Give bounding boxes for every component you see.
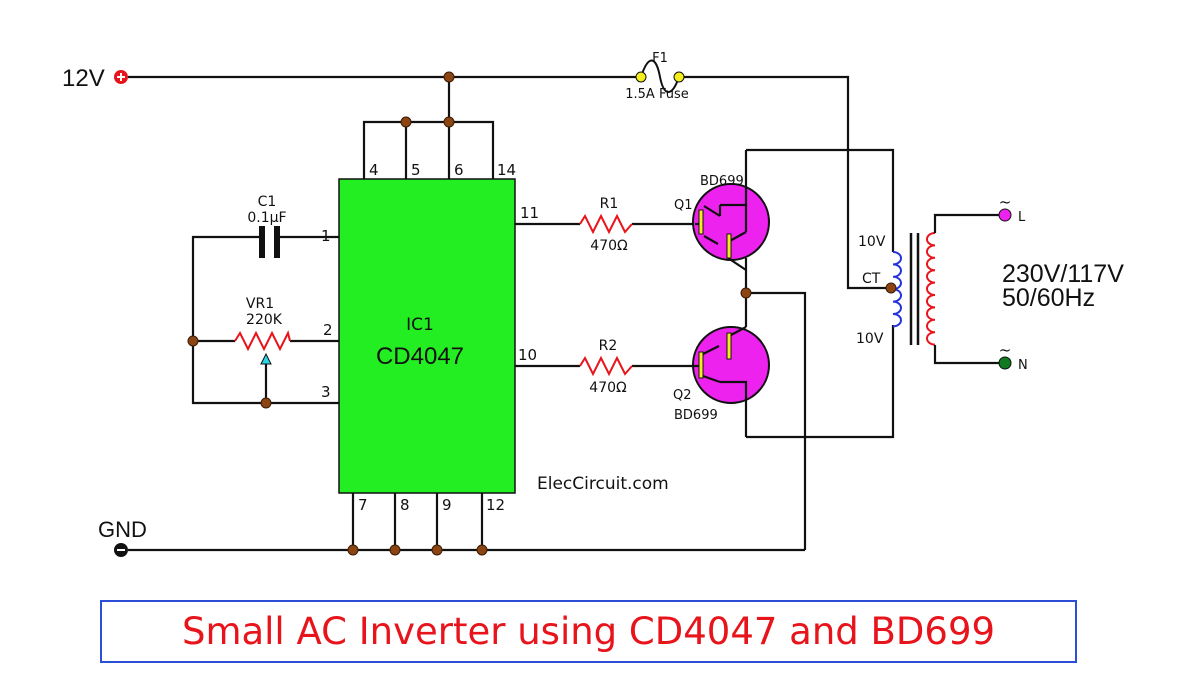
junction-dot (400, 116, 412, 128)
junction-dot (443, 71, 455, 83)
r2-value: 470Ω (589, 380, 627, 396)
line-terminal-icon (998, 208, 1012, 222)
pin-label: 9 (442, 496, 452, 514)
primary-bottom-label: 10V (856, 331, 884, 347)
fuse-icon (640, 59, 680, 93)
pin-label: 5 (411, 161, 421, 179)
wire (128, 75, 891, 290)
ic-body (338, 178, 516, 494)
q2-ref: Q2 (673, 388, 692, 403)
ac-symbol: ~ (999, 341, 1012, 359)
pin-label: 8 (400, 496, 410, 514)
primary-top-label: 10V (858, 234, 886, 250)
junction-dot (187, 335, 199, 347)
pin-label: 4 (369, 161, 379, 179)
output-wiring (746, 148, 895, 550)
pin-label: 14 (497, 161, 516, 179)
line-label: L (1018, 210, 1026, 225)
potentiometer-icon (234, 330, 291, 352)
resistors: R1 470Ω R2 470Ω (515, 196, 695, 396)
pin-label: 3 (321, 383, 331, 401)
vr1-ref: VR1 (246, 296, 274, 312)
transistor-q1: BD699 Q1 (674, 150, 770, 293)
transformer: ~ ~ L N 10V CT 10V 230V/117V 50/60Hz (856, 193, 1124, 373)
q2-part: BD699 (674, 408, 718, 423)
pin-label: 2 (323, 321, 333, 339)
transistor-base-icon (726, 332, 732, 360)
diagram-title: Small AC Inverter using CD4047 and BD699 (100, 600, 1077, 663)
output-frequency: 50/60Hz (1002, 284, 1095, 312)
resistor-r2-icon (579, 355, 633, 377)
watermark: ElecCircuit.com (537, 474, 669, 494)
fuse-f1: F1 1.5A Fuse (625, 51, 688, 102)
q1-part: BD699 (700, 174, 744, 189)
plus-icon (117, 73, 125, 81)
center-tap-label: CT (862, 271, 881, 287)
ic-ref: IC1 (406, 315, 434, 335)
neutral-label: N (1018, 358, 1028, 373)
ground-rail: GND (98, 493, 805, 557)
pin-label: 7 (358, 496, 368, 514)
wire (515, 222, 695, 368)
transistor-base-icon (698, 351, 704, 379)
junction-dot (431, 544, 443, 556)
junction-dot (260, 397, 272, 409)
ac-symbol: ~ (999, 193, 1012, 211)
pin-label: 12 (486, 496, 505, 514)
secondary-coil-icon (926, 232, 936, 346)
junction-dot (740, 287, 752, 299)
pin-label: 10 (518, 346, 537, 364)
capacitor-plate-icon (274, 226, 280, 258)
r2-ref: R2 (599, 338, 618, 354)
r1-ref: R1 (600, 196, 619, 212)
ic-part: CD4047 (376, 343, 464, 370)
pin-label: 6 (454, 161, 464, 179)
vr1-value: 220K (246, 312, 283, 328)
pin-label: 11 (520, 204, 539, 222)
fuse-terminal-icon (635, 71, 647, 83)
fuse-value: 1.5A Fuse (625, 87, 688, 102)
transistor-leads (693, 293, 748, 437)
junction-dot (347, 544, 359, 556)
junction-dot (476, 544, 488, 556)
resistor-r1-icon (579, 213, 633, 235)
capacitor-plate-icon (259, 226, 265, 258)
fuse-ref: F1 (652, 51, 668, 66)
c1-value: 0.1µF (247, 210, 286, 226)
transistor-q2: Q2 BD699 (673, 293, 770, 437)
c1-ref: C1 (258, 194, 277, 210)
positive-rail: 12V (62, 65, 891, 290)
r1-value: 470Ω (590, 238, 628, 254)
transistor-base-icon (726, 233, 732, 259)
timing-network: C1 0.1µF VR1 220K (187, 194, 339, 409)
junction-dot (389, 544, 401, 556)
q1-ref: Q1 (674, 198, 693, 213)
wiper-arrow-icon (260, 352, 272, 365)
transistor-leads (695, 150, 748, 293)
transformer-core-icon (909, 233, 920, 345)
junction-dot (885, 282, 897, 294)
gnd-label: GND (98, 517, 147, 542)
wire (933, 213, 1000, 365)
wire (362, 77, 495, 180)
fuse-terminal-icon (673, 71, 685, 83)
neutral-terminal-icon (998, 356, 1012, 370)
ic-cd4047: IC1 CD4047 4 5 6 14 1 2 3 11 10 7 8 9 12 (321, 161, 539, 514)
output-voltage: 230V/117V (1002, 260, 1124, 288)
wire (128, 493, 805, 552)
12v-label: 12V (62, 65, 105, 92)
junction-dot (443, 116, 455, 128)
wire (191, 235, 339, 405)
transistor-base-icon (698, 209, 704, 235)
